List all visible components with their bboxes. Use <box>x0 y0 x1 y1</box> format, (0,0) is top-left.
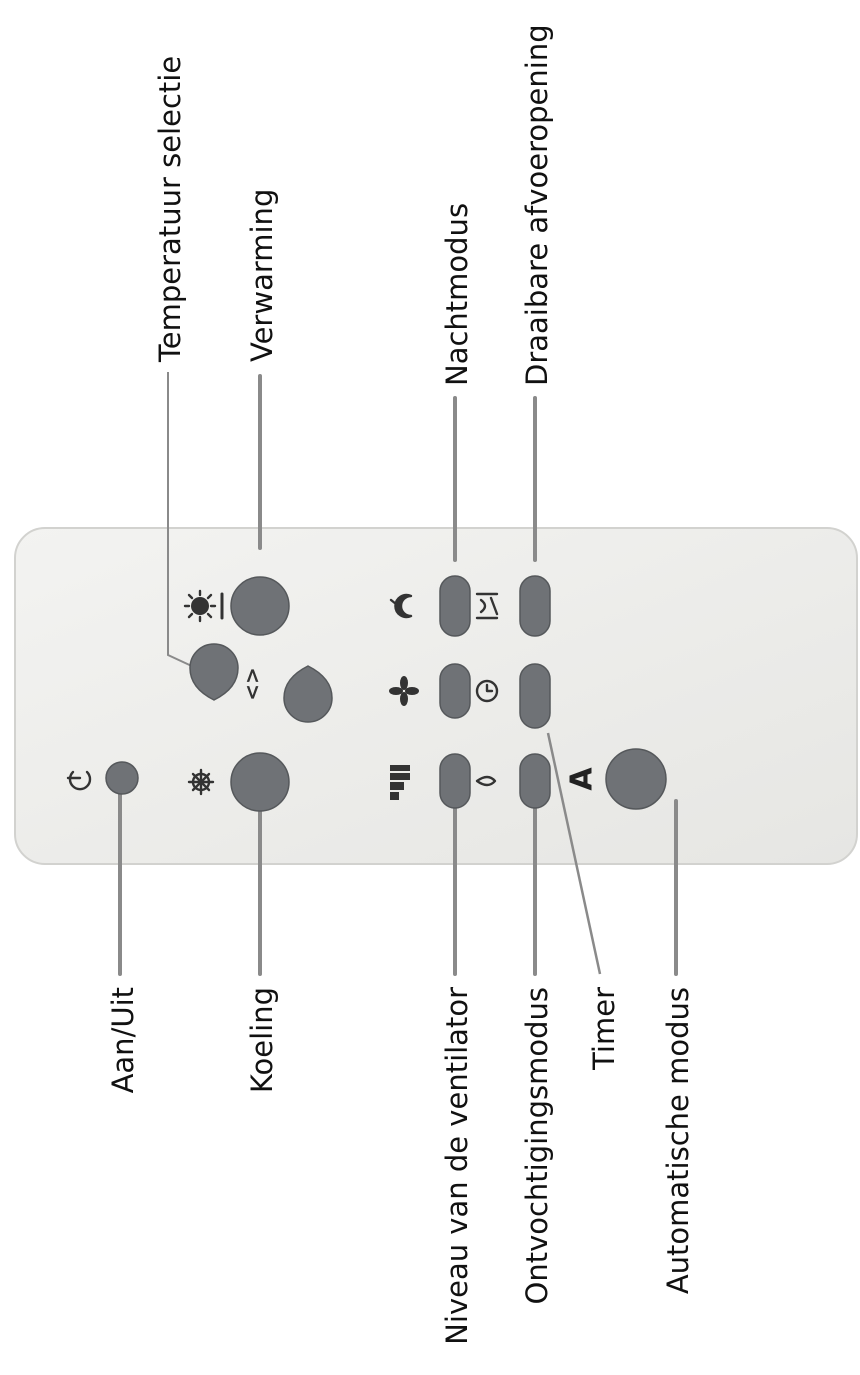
power-icon <box>66 770 92 791</box>
cooling-button[interactable] <box>230 752 290 812</box>
label-dehumidify: Ontvochtigingsmodus <box>520 987 554 1305</box>
temperature-arrows-symbol: <> <box>240 667 264 701</box>
label-power: Aan/Uit <box>106 987 140 1093</box>
label-vent: Draaibare afvoeropening <box>520 24 554 386</box>
temperature-up-button[interactable] <box>283 665 333 723</box>
label-temperature: Temperatuur selectie <box>153 56 187 363</box>
drop-icon <box>475 775 497 787</box>
dehumidify-button[interactable] <box>519 753 551 809</box>
fan-level-button[interactable] <box>439 753 471 809</box>
night-icon <box>389 593 413 619</box>
auto-button[interactable] <box>605 748 667 810</box>
night-button[interactable] <box>439 575 471 637</box>
label-night: Nachtmodus <box>440 203 474 386</box>
label-timer: Timer <box>587 987 621 1071</box>
fan-icon <box>389 676 419 706</box>
vent-icon <box>475 592 499 620</box>
heating-button[interactable] <box>230 576 290 636</box>
label-fan-level: Niveau van de ventilator <box>440 987 474 1345</box>
timer-button[interactable] <box>519 663 551 729</box>
power-button[interactable] <box>105 761 139 795</box>
snowflake-icon <box>187 768 215 796</box>
leader-timer <box>546 732 602 975</box>
label-heating: Verwarming <box>245 189 279 362</box>
fan-level-icon <box>390 765 410 800</box>
remote-panel <box>14 527 858 865</box>
label-cooling: Koeling <box>245 987 279 1093</box>
clock-icon <box>475 679 499 703</box>
leader-temperature <box>167 372 197 669</box>
vent-button[interactable] <box>519 575 551 637</box>
sun-icon <box>183 589 224 623</box>
label-auto: Automatische modus <box>661 987 695 1294</box>
temperature-down-button[interactable] <box>189 643 239 701</box>
auto-symbol: A <box>565 767 600 791</box>
fan-button[interactable] <box>439 663 471 719</box>
